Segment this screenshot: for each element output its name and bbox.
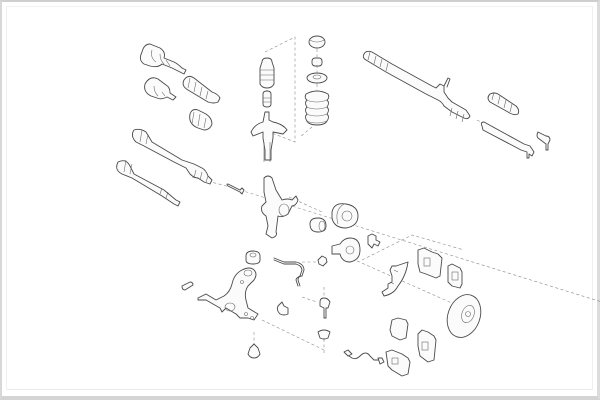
brake-shield — [381, 261, 409, 297]
brake-pads-upper — [447, 263, 463, 289]
assembly-guide-lines — [191, 36, 600, 354]
brake-caliper-lower — [417, 329, 437, 363]
dust-cover — [259, 57, 275, 89]
abs-sensor — [367, 233, 381, 249]
steering-knuckle — [261, 175, 299, 239]
control-arm-pin — [181, 281, 194, 291]
control-arm — [197, 267, 259, 321]
brake-caliper-upper — [417, 247, 443, 279]
drive-shaft-right — [116, 159, 181, 207]
drive-shaft-left — [131, 128, 213, 185]
caliper-bracket — [389, 317, 409, 341]
brake-hose — [343, 349, 385, 365]
cv-joint-outer — [139, 43, 187, 75]
top-mount-bushing — [311, 57, 323, 67]
coil-spring — [304, 90, 330, 126]
brake-pads-lower — [385, 349, 411, 377]
hub-nut — [317, 255, 328, 267]
rack-boot — [487, 91, 520, 116]
sway-bar-link — [319, 297, 331, 319]
hub-flange — [331, 237, 361, 263]
link-bushing — [317, 329, 331, 340]
shock-absorber — [250, 111, 288, 162]
cv-joint-inner — [144, 77, 177, 101]
wheel-hub — [331, 203, 359, 229]
tie-rod — [480, 121, 535, 159]
cv-boot-large — [182, 75, 221, 104]
control-arm-bushing-rear — [247, 343, 261, 359]
ball-joint — [276, 301, 289, 316]
brake-disc — [446, 294, 482, 338]
wheel-bearing — [309, 217, 327, 233]
tie-rod-end — [536, 131, 551, 151]
top-mount — [308, 35, 326, 49]
steering-rack — [362, 50, 471, 123]
axle-bolt — [226, 183, 245, 195]
spring-seat — [306, 72, 328, 84]
sway-bar — [273, 257, 305, 287]
bump-stop — [262, 90, 272, 108]
control-arm-bushing-front — [245, 250, 261, 265]
cv-boot-small — [189, 109, 213, 131]
